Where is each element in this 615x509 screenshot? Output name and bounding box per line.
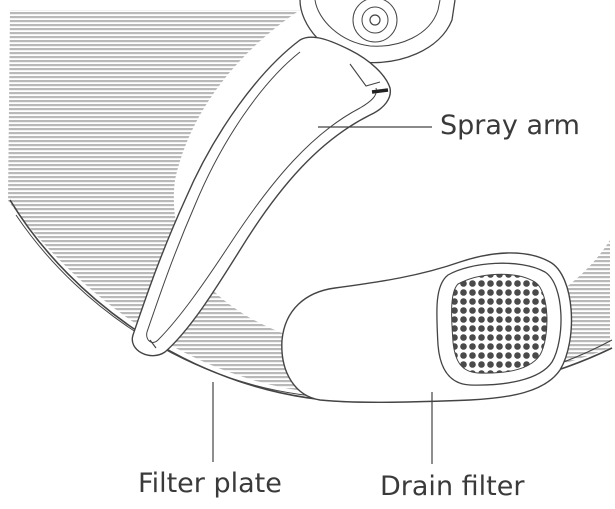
drain-filter-label: Drain filter [380,471,525,502]
spray-arm [131,36,392,357]
drain-filter [281,252,573,403]
filter-plate-label: Filter plate [138,468,282,499]
drain-filter-mesh [451,273,548,374]
spray-arm-label: Spray arm [440,110,580,141]
